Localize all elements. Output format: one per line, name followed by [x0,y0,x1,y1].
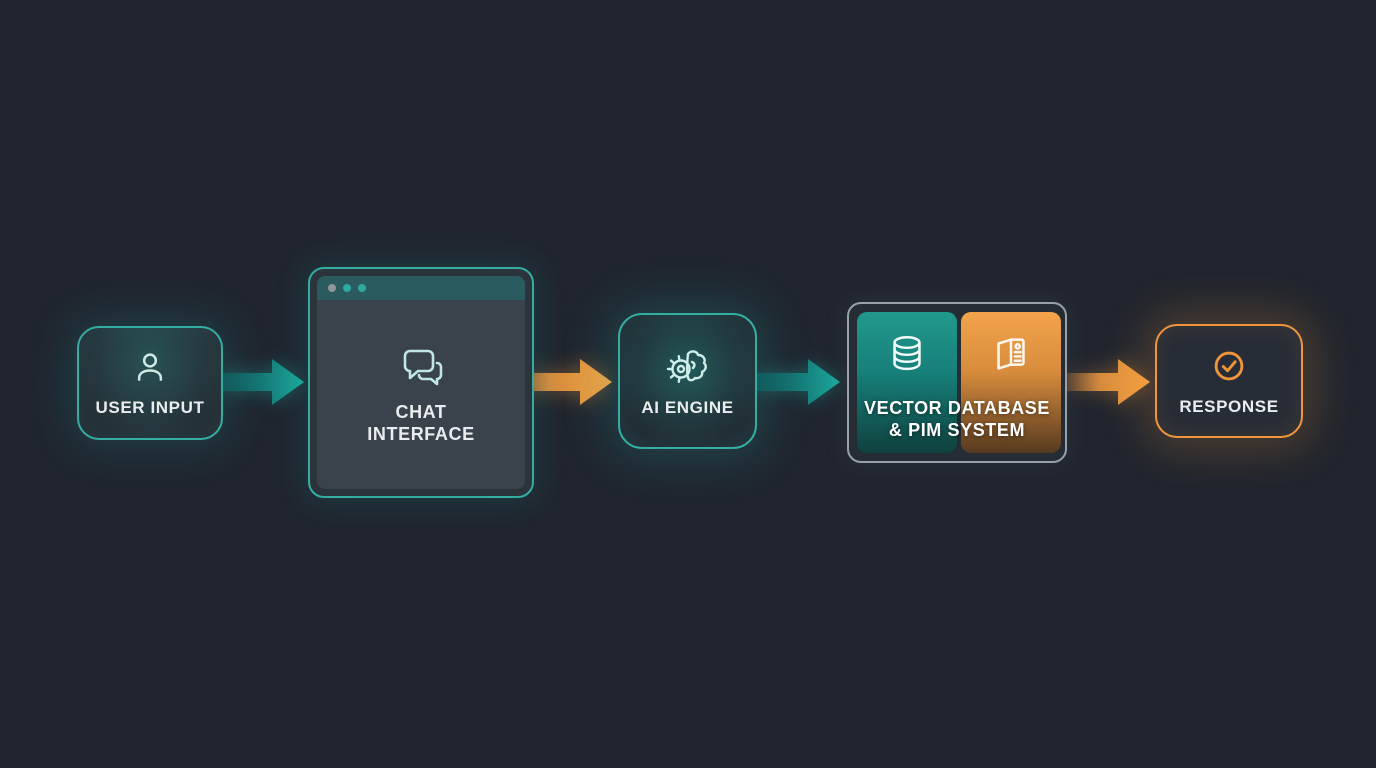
node-user-input: USER INPUT [77,326,223,440]
window-dot-icon [358,284,366,292]
node-label-ai-engine: AI ENGINE [641,398,734,417]
node-ai-engine: AI ENGINE [618,313,757,449]
node-label-vector-db-pim: VECTOR DATABASE & PIM SYSTEM [849,397,1065,441]
gear-brain-icon [666,350,707,383]
database-icon [893,336,921,371]
window-titlebar [317,276,525,300]
chat-bubbles-icon [403,349,443,385]
vector-database-panel [857,312,957,453]
window-dot-icon [328,284,336,292]
node-label-response: RESPONSE [1179,396,1279,416]
catalog-icon [997,338,1025,370]
person-icon [137,352,163,381]
node-label-user-input: USER INPUT [95,397,205,417]
window-dot-icon [343,284,351,292]
node-label-chat-line1: CHAT [395,401,447,422]
arrow-chat-to-ai [498,359,612,405]
node-label-chat-line2: INTERFACE [367,423,475,444]
arrow-ai-to-vectordb [756,359,840,405]
pim-system-panel [961,312,1061,453]
arrow-user-to-chat [220,359,304,405]
arrow-vectordb-to-response [1060,359,1150,405]
node-vector-db-pim: VECTOR DATABASE & PIM SYSTEM [847,302,1067,463]
browser-window: CHAT INTERFACE [317,276,525,489]
check-circle-icon [1214,351,1244,380]
node-chat-interface: CHAT INTERFACE [308,267,534,498]
window-content: CHAT INTERFACE [317,300,525,489]
node-label-vector-line1: VECTOR DATABASE [863,398,1050,418]
node-response: RESPONSE [1155,324,1303,438]
node-label-vector-line2: & PIM SYSTEM [888,420,1026,440]
